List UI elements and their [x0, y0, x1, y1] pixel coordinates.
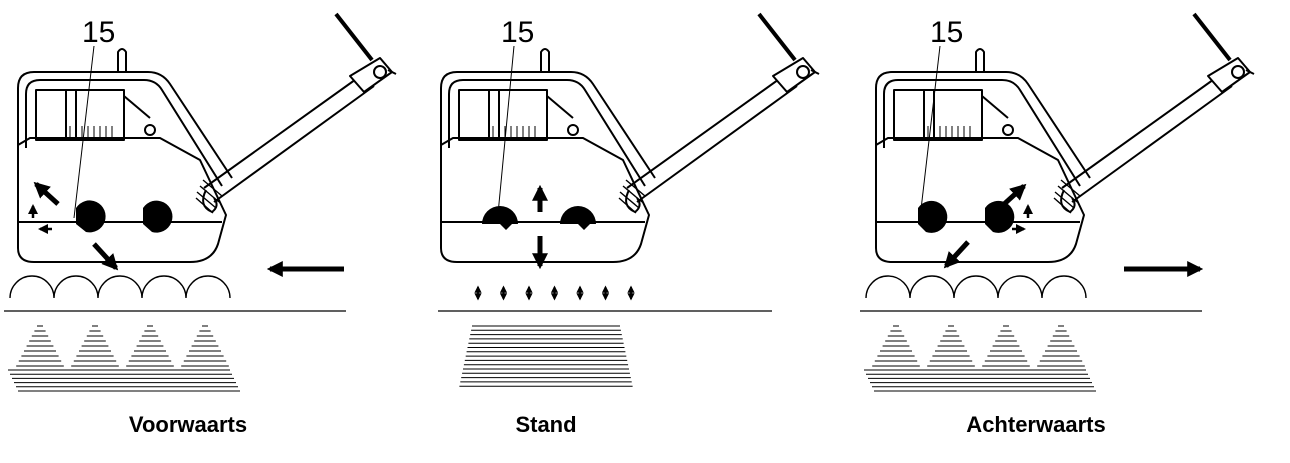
panel-stand: 15: [438, 12, 821, 387]
ground-wave: [9, 275, 231, 299]
eccentric-weight-icon: [143, 200, 173, 233]
mode-caption-reverse: Achterwaarts: [966, 412, 1106, 437]
vertical-impact-arrows: [474, 285, 635, 301]
compaction-layers: [459, 325, 633, 387]
compaction-layers: [864, 325, 1096, 392]
eccentric-weight-icon: [76, 200, 106, 233]
eccentric-weight-icon: [985, 200, 1015, 233]
part-number-label: 15: [930, 16, 963, 49]
mode-caption-stand: Stand: [515, 412, 577, 437]
eccentric-weight-icon: [482, 206, 518, 230]
compactor-machine-forward: [16, 12, 398, 264]
part-number-label: 15: [82, 16, 115, 49]
small-arrow-icon: [28, 204, 52, 234]
vibration-arrow-icon: [33, 181, 119, 271]
leader-line: [497, 45, 515, 215]
ground-wave: [865, 275, 1087, 299]
leader-line: [73, 45, 95, 219]
leader-line: [919, 45, 941, 219]
compaction-layers: [8, 325, 240, 392]
small-arrow-icon: [1012, 204, 1033, 234]
vibration-arrow-icon: [943, 183, 1027, 269]
mode-caption-forward: Voorwaarts: [128, 412, 248, 437]
panel-reverse: 15: [860, 12, 1256, 392]
part-number-label: 15: [501, 16, 534, 49]
eccentric-weight-icon: [560, 206, 596, 230]
eccentric-weight-icon: [918, 200, 948, 233]
panel-forward: 15: [4, 12, 398, 392]
compactor-machine-stand: [439, 12, 821, 264]
